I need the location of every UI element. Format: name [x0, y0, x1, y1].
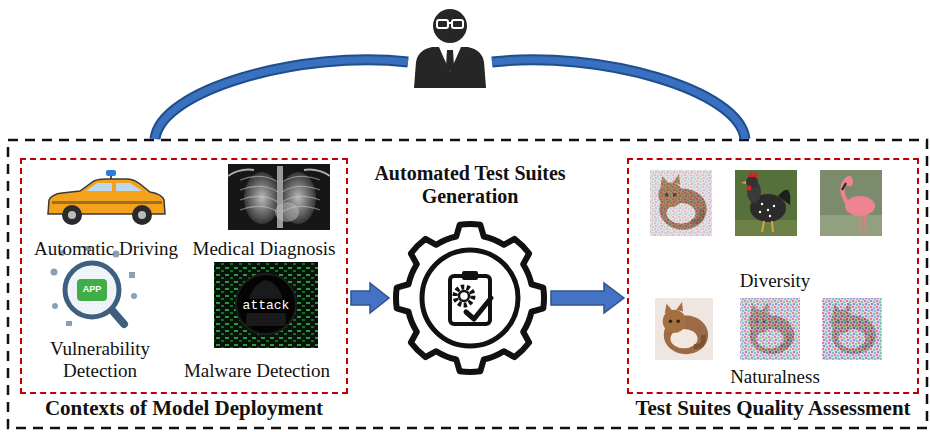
taxi-icon	[116, 183, 142, 191]
taxi-icon	[52, 201, 162, 204]
region-heading: Contexts of Model Deployment	[22, 396, 346, 420]
taxi-icon	[68, 211, 76, 219]
context-caption: Malware Detection	[177, 360, 337, 382]
quality-caption: Diversity	[715, 270, 835, 292]
flow-arrow	[551, 283, 624, 313]
oversight-arc	[492, 60, 745, 139]
flow-arrow	[351, 283, 389, 313]
deployment-context-region: Automatic DrivingMedical DiagnosisVulner…	[20, 158, 348, 394]
xray-image	[275, 202, 299, 222]
person-icon	[446, 50, 454, 72]
gear-outline	[392, 222, 548, 374]
flamingo-image	[845, 196, 875, 216]
malware-screen	[236, 274, 296, 334]
noisy-sample-image	[823, 298, 881, 360]
rooster-image	[747, 186, 752, 191]
magnifier-icon	[51, 269, 58, 276]
rooster-image	[748, 172, 758, 177]
rooster-image	[741, 181, 746, 184]
flamingo-image	[859, 215, 861, 234]
magnifier-icon	[77, 279, 107, 301]
rooster-image	[759, 211, 761, 213]
xray-image	[228, 164, 330, 230]
context-caption: Automatic Driving	[26, 238, 186, 260]
taxi-icon	[138, 211, 146, 219]
person-icon	[439, 47, 461, 72]
person-icon	[433, 9, 467, 43]
xray-image	[228, 164, 330, 230]
flamingo-image	[820, 215, 882, 236]
sample-image	[650, 170, 712, 236]
app-icon-text: APP	[83, 285, 102, 295]
flamingo-image	[845, 178, 853, 186]
magnifier-icon	[65, 263, 119, 317]
sample-image	[655, 298, 713, 360]
xray-image	[240, 176, 278, 212]
check-mark	[466, 298, 491, 319]
noisy-sample-image	[740, 298, 800, 360]
xray-image	[282, 176, 320, 212]
magnifier-icon	[131, 293, 137, 299]
person-icon	[414, 47, 486, 88]
outer-dashed-frame	[8, 140, 927, 428]
oversight-arc	[155, 60, 408, 139]
magnifier-icon	[129, 272, 135, 278]
small-gear-icon	[459, 291, 469, 301]
malware-screen	[214, 262, 318, 348]
small-gear-icon	[455, 287, 473, 305]
malware-screen	[214, 262, 318, 348]
region-heading: Test Suites Quality Assessment	[629, 396, 917, 420]
noisy-sample-image	[741, 298, 799, 360]
person-icon	[414, 9, 486, 88]
quality-caption: Naturalness	[705, 366, 845, 388]
flamingo-image	[842, 183, 846, 190]
taxi-icon	[86, 183, 112, 191]
context-caption: Vulnerability Detection	[44, 338, 156, 382]
process-heading: Automated Test Suites Generation	[360, 162, 580, 208]
gear-outline	[396, 224, 544, 372]
rooster-image	[772, 221, 773, 232]
sample-image	[650, 170, 712, 236]
oversight-arc	[492, 60, 745, 139]
rooster-image	[735, 220, 797, 236]
person-icon	[452, 20, 463, 28]
taxi-icon	[132, 205, 152, 225]
person-icon	[437, 20, 448, 28]
rooster-image	[767, 209, 769, 211]
xray-image	[228, 170, 330, 176]
taxi-icon	[106, 170, 116, 176]
noisy-sample-image	[740, 298, 800, 360]
rooster-image	[769, 215, 771, 217]
malware-screen-text: attack	[241, 299, 292, 313]
rooster-image	[773, 205, 775, 207]
flamingo-image	[864, 215, 866, 234]
clipboard-icon	[462, 271, 478, 280]
flamingo-image	[820, 170, 882, 236]
rooster-image	[735, 170, 797, 236]
magnifier-icon	[66, 321, 72, 326]
magnifier-icon	[111, 309, 124, 324]
noisy-sample-image	[822, 298, 882, 360]
generation-gear: Automated Test Suites Generation	[392, 222, 548, 374]
person-icon	[448, 22, 452, 24]
taxi-icon	[62, 205, 82, 225]
noisy-sample-image	[822, 298, 882, 360]
gear-ring	[422, 250, 518, 346]
taxi-icon	[48, 170, 165, 225]
sample-image	[655, 298, 713, 360]
flamingo-image	[820, 170, 882, 236]
magnifier-icon	[52, 303, 58, 309]
clipboard-icon	[450, 276, 490, 324]
context-caption: Medical Diagnosis	[186, 238, 342, 260]
rooster-image	[735, 170, 797, 236]
sample-image	[650, 170, 712, 236]
rooster-image	[762, 221, 764, 232]
rooster-image	[761, 203, 763, 205]
malware-screen	[214, 262, 318, 348]
quality-assessment-region: DiversityNaturalnessTest Suites Quality …	[627, 158, 919, 394]
oversight-arc	[155, 60, 408, 139]
